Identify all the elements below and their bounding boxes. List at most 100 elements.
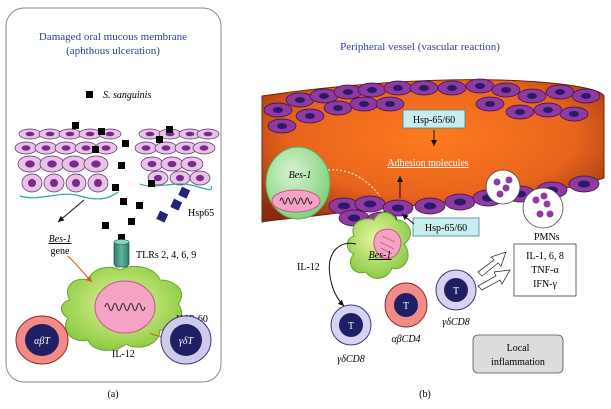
endothelial-nucleus (527, 93, 537, 99)
hsp-to-cell-arrow (401, 213, 415, 225)
bes1-gene-label: Bes-1 (49, 234, 72, 245)
endothelial-nucleus (385, 101, 395, 107)
gd-t-cell-nucleus (170, 324, 202, 356)
pmn-lobe (540, 192, 548, 200)
bacteria-square (118, 162, 125, 169)
cytokine-line-1: IL-1, 6, 8 (526, 251, 564, 262)
bacteria-square (128, 218, 135, 225)
cytokine-line-3: IFN-γ (533, 279, 557, 290)
hsp-bottom-label: Hsp-65/60 (425, 223, 467, 234)
endothelial-nucleus (454, 198, 466, 206)
bacteria-square (156, 136, 163, 143)
endothelial-nucleus (543, 107, 553, 113)
epithelial-nucleus (187, 160, 197, 168)
epithelial-nucleus (196, 174, 204, 182)
endothelial-nucleus (277, 123, 287, 129)
endothelial-nucleus (569, 111, 579, 117)
epithelial-nucleus (25, 160, 35, 168)
hsp65-particle (156, 210, 169, 223)
bacteria-square (72, 122, 79, 129)
epithelial-nucleus (21, 145, 31, 151)
hsp65-particle (178, 186, 191, 199)
endothelial-nucleus (319, 93, 329, 99)
bacteria-square (136, 202, 143, 209)
pmn-cell-2 (522, 187, 564, 229)
bes1-dotted-path (327, 169, 381, 197)
gd-cd8-left-label: γδCD8 (337, 354, 364, 365)
endothelial-nucleus (447, 85, 457, 91)
caption-b: (b) (419, 389, 431, 400)
endothelial-nucleus (393, 85, 403, 91)
endothelial-nucleus (424, 202, 436, 210)
hsp-bottom-box (412, 217, 480, 237)
pmn-lobe (543, 200, 551, 208)
epithelial-nucleus (203, 131, 213, 137)
epithelial-nucleus (47, 160, 57, 168)
gd-cd8-right-nucleus (444, 278, 468, 302)
apc-organelle-b (379, 235, 396, 255)
pmn-lobe (505, 176, 513, 184)
epithelial-nucleus (185, 131, 195, 137)
bes1-vessel-label: Bes-1 (289, 170, 312, 181)
epithelial-nucleus (167, 160, 177, 168)
bes1-gene-arrow (57, 199, 85, 223)
bacteria-square (112, 184, 119, 191)
endothelial-nucleus (419, 85, 429, 91)
cytokine-line-2: TNF-α (531, 265, 559, 276)
endothelial-nucleus (364, 200, 376, 208)
endothelial-nucleus (305, 113, 315, 119)
cytokine-box (513, 243, 577, 297)
dna-coil-b (279, 197, 313, 205)
gd-cd8-left-nucleus (339, 313, 363, 337)
epithelial-cell-cluster (14, 128, 220, 193)
bacteria-square (166, 126, 173, 133)
gd-t-cell-label: γδT (179, 336, 195, 347)
block-arrow-to-cytokines (477, 269, 511, 291)
basement-membrane-left (19, 191, 119, 200)
bacteria-square (98, 128, 105, 135)
endothelial-nucleus (515, 109, 525, 115)
dna-coil-a (104, 303, 146, 311)
local-inflammation-line-1: Local (507, 343, 530, 354)
bacteria-square (120, 198, 127, 205)
epithelial-nucleus (45, 131, 55, 137)
local-inflammation-box (472, 334, 564, 374)
panel-a: Damaged oral mucous membrane (aphthous u… (5, 7, 222, 400)
pmn-lobe (532, 196, 540, 204)
epithelial-nucleus (65, 131, 75, 137)
epithelial-nucleus (161, 145, 171, 151)
epithelial-nucleus (69, 160, 79, 168)
endothelial-nucleus (367, 87, 377, 93)
endothelial-nucleus (555, 89, 565, 95)
gd-cd8-right-label: γδCD8 (442, 317, 469, 328)
endothelial-nucleus (348, 214, 360, 222)
tlr-receptor-top (113, 239, 130, 245)
epithelial-nucleus (105, 131, 115, 137)
epithelial-nucleus (91, 160, 101, 168)
local-inflammation-line-2: inflammation (491, 357, 545, 368)
pmn-nuclei (493, 176, 554, 218)
apc-nucleus-b (373, 228, 402, 260)
epithelial-nucleus (154, 174, 162, 182)
tlr-receptor (113, 240, 130, 268)
epithelial-nucleus (25, 131, 35, 137)
panel-a-title-2: (aphthous ulceration) (66, 45, 160, 57)
epithelial-nucleus (81, 145, 91, 151)
bes1-apc-label: Bes-1 (369, 250, 392, 261)
il12-label-a: IL-12 (112, 349, 135, 360)
endothelial-nucleus (343, 89, 353, 95)
epithelial-nucleus (41, 145, 51, 151)
ab-t-cell-nucleus (25, 324, 59, 356)
hsp65-particle (170, 198, 183, 211)
bacteria-group (72, 122, 173, 241)
hsp-top-box (402, 109, 466, 129)
ab-t-cell-label: αβT (34, 336, 51, 347)
endothelial-nucleus (338, 202, 350, 210)
bacteria-square (102, 222, 109, 229)
panel-a-title-1: Damaged oral mucous membrane (39, 31, 187, 43)
epithelial-nucleus (145, 131, 155, 137)
hsp65-particles (156, 186, 191, 223)
gd-cd8-right-glyph: T (453, 286, 459, 297)
bacteria-square (118, 234, 125, 241)
endothelial-nucleus (392, 204, 404, 212)
